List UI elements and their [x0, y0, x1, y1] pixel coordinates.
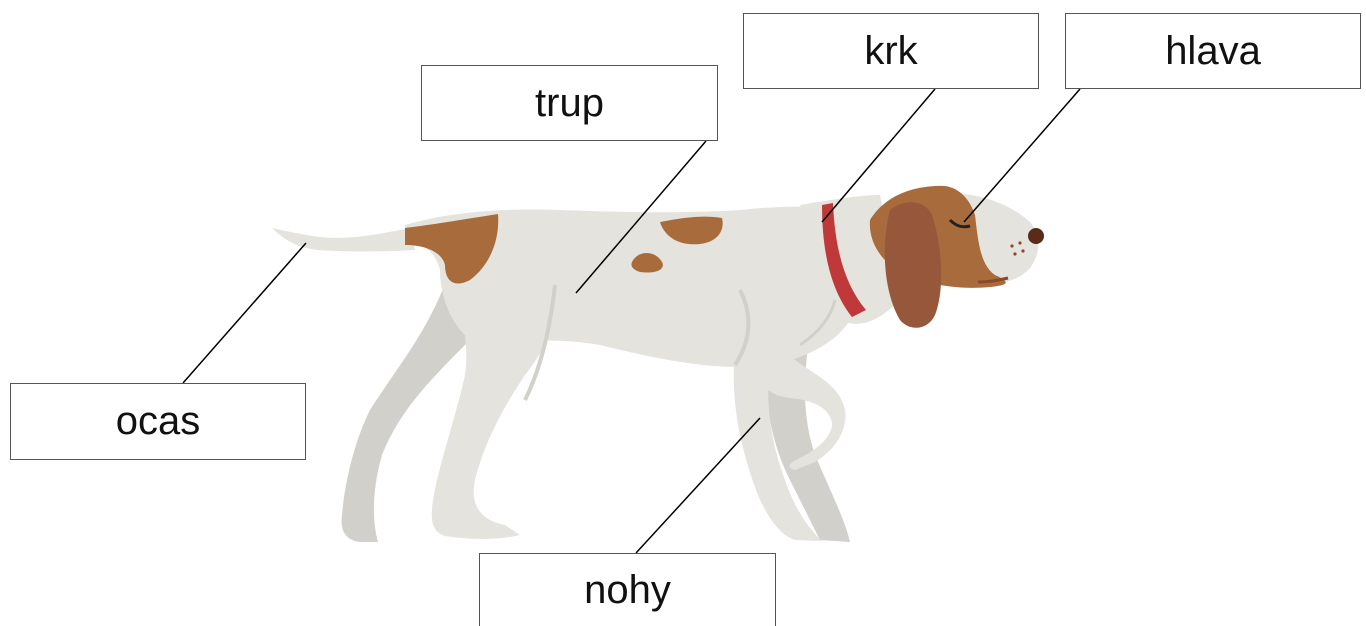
leader-line-krk	[821, 88, 936, 223]
tail	[272, 228, 415, 252]
far-hind-leg	[341, 270, 470, 542]
near-hind-leg	[431, 260, 560, 539]
leader-lines	[182, 88, 1081, 554]
leader-line-hlava	[963, 88, 1081, 223]
patch-back	[660, 216, 723, 245]
eye	[948, 218, 971, 229]
mouth	[977, 276, 1009, 284]
shading-chest	[799, 299, 837, 347]
ear	[884, 202, 942, 328]
label-ocas: ocas	[10, 383, 306, 460]
label-krk: krk	[743, 13, 1039, 89]
whisker-dots	[1010, 241, 1025, 256]
label-nohy: nohy	[479, 553, 776, 626]
shading-hip	[523, 284, 557, 401]
label-hlava: hlava	[1065, 13, 1361, 89]
leader-line-nohy	[635, 417, 761, 554]
nose	[1028, 228, 1044, 244]
label-trup: trup	[421, 65, 718, 141]
patch-rump	[405, 214, 499, 284]
leader-line-ocas	[182, 242, 307, 384]
leader-line-trup	[575, 140, 707, 294]
near-fore-leg-lower	[733, 350, 822, 541]
patch-flank	[631, 253, 663, 273]
shading-shoulder	[733, 289, 751, 367]
collar	[822, 203, 866, 317]
